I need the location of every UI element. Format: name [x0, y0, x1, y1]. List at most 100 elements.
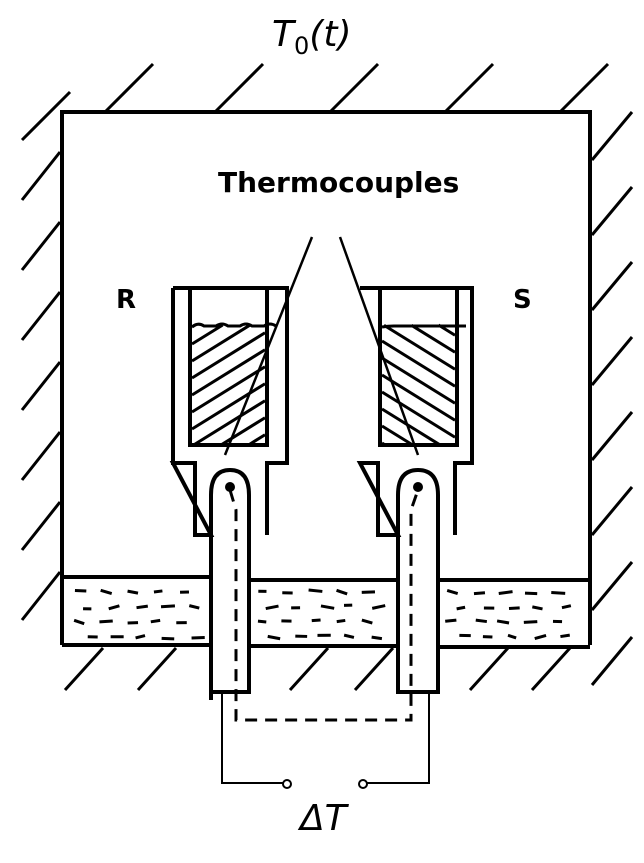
- thermocouple-pointer-r: [223, 236, 314, 456]
- liquid-bath-top: [62, 575, 590, 582]
- hatch-line: [558, 62, 610, 114]
- liquid-dash: [473, 591, 486, 596]
- sample-tube: [396, 580, 440, 694]
- sample-hatch-line: [191, 323, 224, 346]
- liquid-dash: [153, 589, 163, 594]
- sample-hatch-line: [381, 339, 456, 388]
- liquid-bath-bottom: [62, 643, 590, 649]
- liquid-dash: [371, 604, 386, 610]
- sample-hatch-line: [191, 323, 251, 363]
- sample-hatch-line: [193, 399, 266, 447]
- hatch-line: [590, 561, 634, 611]
- hatch-line: [590, 486, 634, 536]
- reference-label: R: [116, 285, 137, 315]
- sample-hatch-line: [381, 424, 414, 447]
- hatch-line: [590, 336, 634, 386]
- sample-lead: [367, 692, 430, 784]
- liquid-dash: [320, 604, 335, 610]
- liquid-dash: [560, 633, 570, 639]
- sample-hatch-line: [381, 441, 386, 447]
- sample-surface: [381, 324, 466, 329]
- hatch-line: [590, 636, 634, 686]
- liquid-dash: [267, 634, 281, 641]
- liquid-dash: [361, 618, 373, 625]
- hatch-line: [136, 646, 178, 692]
- reference-junction: [225, 482, 235, 492]
- furnace-enclosure: [60, 110, 592, 645]
- liquid-dash: [507, 633, 517, 640]
- liquid-dash: [99, 619, 113, 624]
- liquid-dash: [135, 634, 146, 640]
- liquid-dash: [265, 604, 279, 611]
- liquid-dash: [508, 606, 520, 611]
- hatch-line: [20, 431, 62, 481]
- hatch-line: [20, 151, 62, 201]
- sample-hatch-line: [410, 324, 456, 354]
- temperature-argument: (t): [309, 14, 352, 55]
- sample-terminal: [358, 779, 368, 789]
- liquid-dash: [523, 620, 538, 624]
- thermocouples-label: Thermocouples: [218, 166, 460, 199]
- liquid-dash: [336, 588, 348, 596]
- hatch-line: [20, 90, 72, 142]
- liquid-dash: [446, 589, 459, 596]
- liquid-dash: [100, 588, 113, 595]
- liquid-dash: [311, 618, 321, 623]
- liquid-dash: [308, 588, 323, 593]
- sample-holder: [356, 286, 474, 690]
- sample-hatch-line: [191, 331, 266, 380]
- hatch-line: [20, 501, 62, 551]
- liquid-dash: [475, 618, 488, 624]
- hatch-line: [20, 361, 62, 411]
- hatch-line: [590, 411, 634, 461]
- liquid-dash: [496, 619, 510, 625]
- sample-hatch-line: [220, 416, 266, 446]
- temperature-symbol: T: [272, 14, 294, 55]
- sample-hatch-line: [381, 407, 441, 447]
- sample-crucible: [378, 288, 459, 447]
- liquid-dash: [498, 590, 513, 596]
- liquid-dash: [136, 604, 149, 610]
- sample-label: S: [513, 285, 532, 315]
- hatch-line: [443, 62, 495, 114]
- hatch-line: [468, 646, 510, 692]
- reference-lead: [221, 692, 283, 784]
- hatch-line: [20, 291, 62, 341]
- hatch-line: [63, 646, 105, 692]
- hatch-line: [530, 646, 572, 692]
- sample-hatch-line: [383, 323, 456, 371]
- liquid-dash: [150, 618, 161, 624]
- hatch-line: [590, 111, 634, 161]
- hatch-line: [328, 62, 380, 114]
- sample-hatch-line: [191, 382, 266, 431]
- liquid-dash: [73, 618, 85, 626]
- sample-surface: [191, 322, 277, 329]
- hatch-line: [20, 571, 62, 621]
- liquid-dash: [524, 591, 538, 596]
- temperature-subscript: 0: [294, 32, 310, 61]
- delta-t-label: ΔT: [300, 798, 347, 839]
- liquid-dash: [160, 604, 176, 609]
- liquid-dash: [561, 604, 572, 610]
- sample-hatch-line: [191, 348, 266, 397]
- thermocouple-pointer-s: [338, 236, 420, 456]
- liquid-dash: [371, 635, 383, 641]
- liquid-bath-dashes: [73, 588, 572, 641]
- liquid-dash: [456, 605, 466, 611]
- hatch-line: [20, 221, 62, 271]
- insulation-hatching: [20, 62, 634, 692]
- hatch-line: [590, 186, 634, 236]
- liquid-dash: [74, 588, 87, 593]
- sample-hatch-line: [381, 390, 456, 439]
- liquid-dash: [551, 591, 566, 595]
- liquid-dash: [108, 604, 120, 611]
- sample-hatching: [191, 322, 466, 447]
- hatch-line: [590, 261, 634, 311]
- sample-hatch-line: [247, 433, 266, 447]
- sample-hatch-line: [191, 365, 266, 414]
- hatch-line: [288, 646, 330, 692]
- liquid-dash: [336, 618, 346, 624]
- liquid-dash: [127, 589, 139, 595]
- sample-hatch-line: [381, 373, 456, 422]
